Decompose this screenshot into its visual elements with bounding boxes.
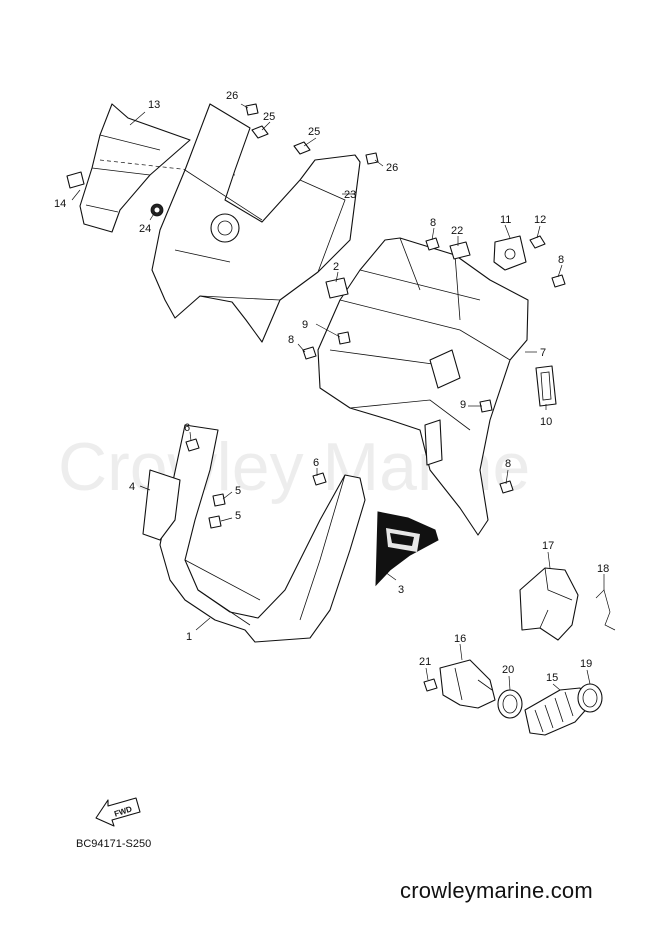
part-5-clip-a (212, 493, 226, 507)
part-10-seal (535, 365, 557, 407)
callout-23: 23 (344, 189, 356, 201)
callout-10: 10 (540, 416, 552, 428)
part-26-nut-lower (365, 152, 379, 165)
part-8-screw-d (499, 480, 514, 494)
callout-8d: 8 (505, 458, 511, 470)
callout-3: 3 (398, 584, 404, 596)
callout-12: 12 (534, 214, 546, 226)
part-9-clip-a (337, 331, 351, 345)
part-1-lower-cover (159, 424, 366, 643)
callout-8a: 8 (430, 217, 436, 229)
callout-1: 1 (186, 631, 192, 643)
callout-25a: 25 (263, 111, 275, 123)
part-25-screw-upper (251, 125, 269, 139)
callout-9a: 9 (302, 319, 308, 331)
callout-8c: 8 (288, 334, 294, 346)
callout-17: 17 (542, 540, 554, 552)
callout-5a: 5 (235, 485, 241, 497)
callout-26b: 26 (386, 162, 398, 174)
callout-20: 20 (502, 664, 514, 676)
leader-lines (71, 103, 605, 691)
part-8-screw-a (425, 237, 440, 251)
callout-25b: 25 (308, 126, 320, 138)
callout-9b: 9 (460, 399, 466, 411)
part-14-small-label (66, 171, 85, 189)
part-24-emblem (150, 203, 164, 217)
callout-13: 13 (148, 99, 160, 111)
part-16-intake-duct (439, 659, 496, 709)
callout-6a: 6 (184, 422, 190, 434)
callout-19: 19 (580, 658, 592, 670)
part-11-hook (493, 235, 527, 271)
part-8-screw-c (302, 346, 317, 360)
fwd-arrow-icon: FWD (95, 797, 141, 827)
footer-site-link[interactable]: crowleymarine.com (400, 878, 593, 903)
callout-24: 24 (139, 223, 151, 235)
callout-22: 22 (451, 225, 463, 237)
part-20-clamp (497, 689, 523, 719)
part-26-nut-upper (245, 103, 259, 116)
part-21-bolt (423, 678, 438, 692)
diagram-code: BC94171-S250 (76, 838, 151, 850)
callout-4: 4 (129, 481, 135, 493)
callout-16: 16 (454, 633, 466, 645)
callout-11: 11 (500, 214, 511, 226)
part-19-clamp (577, 683, 603, 713)
part-2-label (325, 277, 349, 299)
part-5-clip-b (208, 515, 222, 529)
callout-7: 7 (540, 347, 546, 359)
part-15-hose (524, 687, 591, 736)
callout-18: 18 (597, 563, 609, 575)
part-3-graphic-decal (375, 511, 439, 587)
callout-26a: 26 (226, 90, 238, 102)
part-8-screw-b (551, 274, 566, 288)
part-12-bolt (529, 235, 546, 249)
part-18-wire-clip (595, 589, 616, 631)
callout-6b: 6 (313, 457, 319, 469)
part-22-label (449, 241, 471, 260)
part-17-bracket (519, 567, 579, 641)
part-4-side-panel (142, 469, 181, 541)
callout-21: 21 (419, 656, 431, 668)
callout-15: 15 (546, 672, 558, 684)
callout-2: 2 (333, 261, 339, 273)
callout-8b: 8 (558, 254, 564, 266)
part-7-inner-body (317, 237, 529, 536)
part-9-clip-b (479, 399, 493, 413)
part-23-front-cover (151, 103, 361, 343)
callout-14: 14 (54, 198, 66, 210)
callout-5b: 5 (235, 510, 241, 522)
callout-labels: 1 2 3 4 5 5 6 6 7 8 8 8 8 9 9 10 11 12 1… (54, 90, 609, 684)
part-6-screw-a (185, 438, 200, 452)
part-6-screw-b (312, 472, 327, 486)
